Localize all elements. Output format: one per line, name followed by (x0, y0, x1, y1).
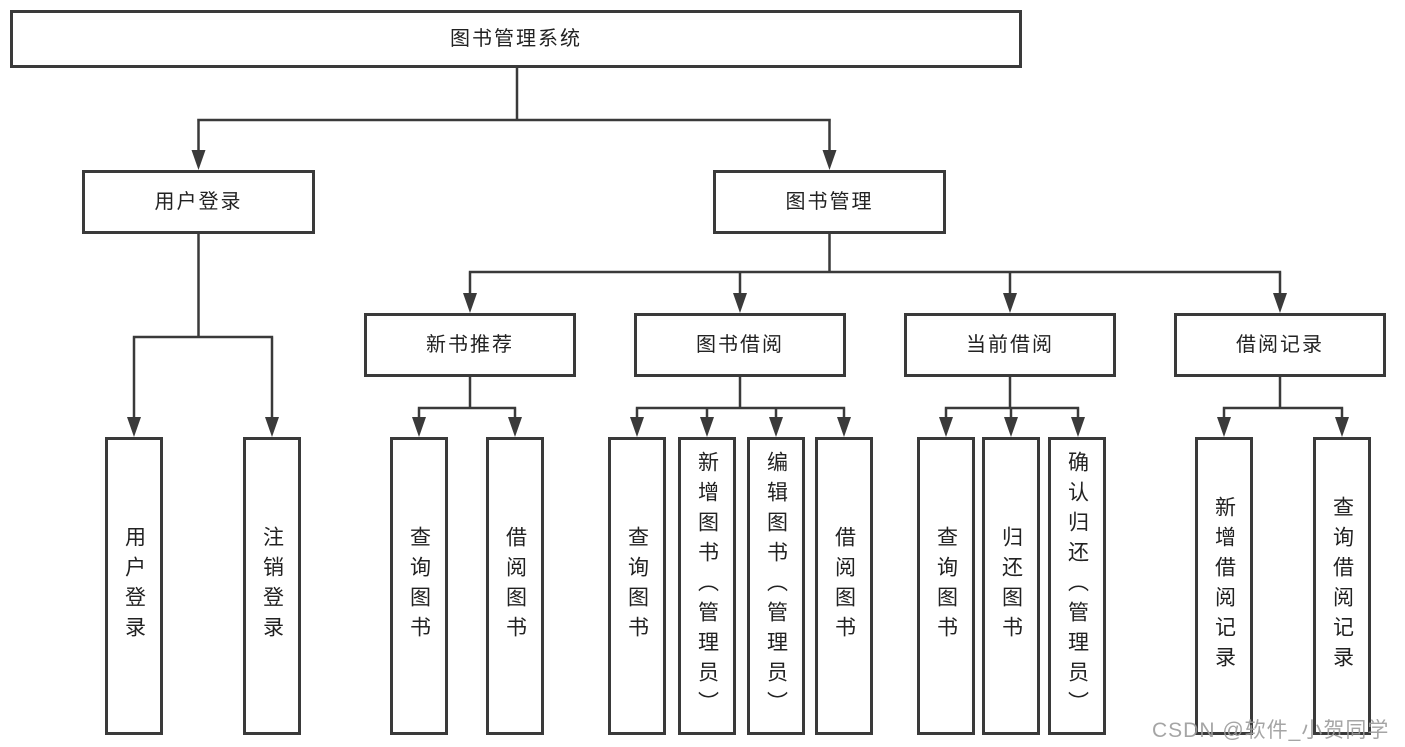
leaf-query-books-borrow: 查询图书 (608, 437, 666, 735)
node-book-borrow-label: 图书借阅 (696, 334, 784, 356)
node-book-borrow: 图书借阅 (634, 313, 846, 377)
node-book-management: 图书管理 (713, 170, 946, 234)
leaf-query-books-current-label: 查询图书 (934, 526, 958, 646)
leaf-user-login: 用户登录 (105, 437, 163, 735)
leaf-query-books-recommend: 查询图书 (390, 437, 448, 735)
leaf-edit-book-admin: 编辑图书（管理员） (747, 437, 805, 735)
leaf-borrow-books-recommend: 借阅图书 (486, 437, 544, 735)
leaf-confirm-return-admin: 确认归还（管理员） (1048, 437, 1106, 735)
node-user-login-label: 用户登录 (154, 191, 243, 213)
connector-lines (132, 68, 1344, 419)
watermark: CSDN @软件_小贺同学 (1152, 719, 1390, 742)
leaf-borrow-books-recommend-label: 借阅图书 (503, 526, 527, 646)
leaf-return-book: 归还图书 (982, 437, 1040, 735)
leaf-add-book-admin-label: 新增图书（管理员） (695, 451, 719, 721)
node-new-book-recommend: 新书推荐 (364, 313, 576, 377)
node-root: 图书管理系统 (10, 10, 1022, 68)
leaf-borrow-books-label: 借阅图书 (832, 526, 856, 646)
node-book-management-label: 图书管理 (785, 191, 874, 213)
node-new-book-recommend-label: 新书推荐 (426, 334, 514, 356)
leaf-query-books-borrow-label: 查询图书 (625, 526, 649, 646)
leaf-query-books-current: 查询图书 (917, 437, 975, 735)
leaf-add-borrow-record-label: 新增借阅记录 (1212, 496, 1236, 676)
leaf-query-borrow-record-label: 查询借阅记录 (1330, 496, 1354, 676)
leaf-logout: 注销登录 (243, 437, 301, 735)
node-root-label: 图书管理系统 (450, 28, 582, 50)
node-borrow-records: 借阅记录 (1174, 313, 1386, 377)
leaf-borrow-books: 借阅图书 (815, 437, 873, 735)
leaf-user-login-label: 用户登录 (122, 526, 146, 646)
leaf-query-books-recommend-label: 查询图书 (407, 526, 431, 646)
leaf-add-book-admin: 新增图书（管理员） (678, 437, 736, 735)
leaf-add-borrow-record: 新增借阅记录 (1195, 437, 1253, 735)
leaf-logout-label: 注销登录 (260, 526, 284, 646)
leaf-return-book-label: 归还图书 (999, 526, 1023, 646)
leaf-edit-book-admin-label: 编辑图书（管理员） (764, 451, 788, 721)
node-user-login: 用户登录 (82, 170, 315, 234)
node-current-borrow-label: 当前借阅 (966, 334, 1054, 356)
leaf-query-borrow-record: 查询借阅记录 (1313, 437, 1371, 735)
leaf-confirm-return-admin-label: 确认归还（管理员） (1065, 451, 1089, 721)
node-borrow-records-label: 借阅记录 (1236, 334, 1324, 356)
node-current-borrow: 当前借阅 (904, 313, 1116, 377)
